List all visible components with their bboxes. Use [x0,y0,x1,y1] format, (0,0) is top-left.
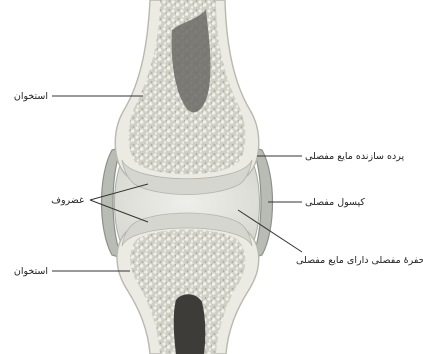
label-bone-lower: استخوان [14,266,48,277]
label-joint-capsule: کپسول مفصلی [305,197,365,208]
lower-bone [117,213,259,354]
upper-bone [115,0,259,195]
bone-marrow [174,294,206,354]
label-joint-cavity: حفرهٔ مفصلی دارای مایع مفصلی [296,255,423,266]
label-synovial-membrane: پرده سازنده مایع مفصلی [305,151,404,162]
label-bone-upper: استخوان [14,91,48,102]
label-cartilage: غضروف [51,195,84,206]
